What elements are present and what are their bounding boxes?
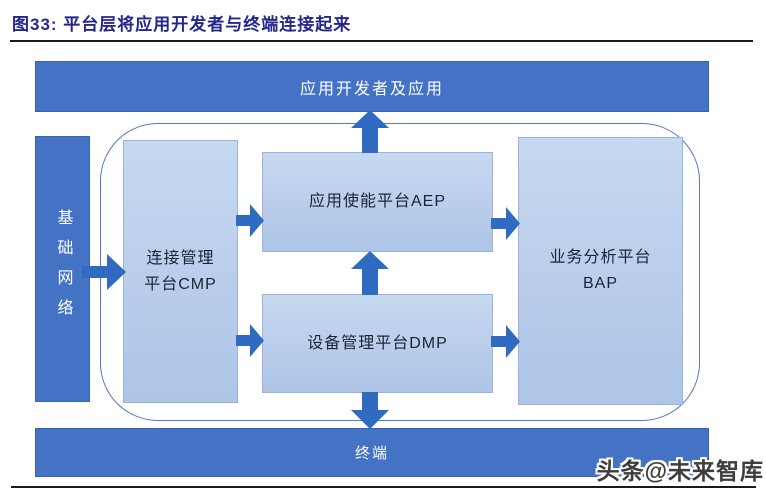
top-bar-label: 应用开发者及应用 bbox=[299, 80, 444, 98]
arrow-network-to-cmp-icon bbox=[82, 254, 126, 290]
arrow-aep-to-developers-icon bbox=[351, 110, 389, 153]
bap-label: 业务分析平台BAP bbox=[549, 249, 652, 292]
terminal-bar: 终端 bbox=[35, 428, 709, 477]
arrow-aep-to-bap-icon bbox=[491, 207, 520, 240]
terminal-label: 终端 bbox=[354, 445, 389, 462]
top-bar-app-developers: 应用开发者及应用 bbox=[35, 61, 709, 112]
base-network-label: 基础网络 bbox=[54, 209, 72, 329]
arrow-cmp-to-aep-icon bbox=[236, 204, 264, 237]
arrow-cmp-to-dmp-icon bbox=[236, 324, 264, 357]
aep-box: 应用使能平台AEP bbox=[262, 152, 493, 252]
watermark: 头条@未来智库 bbox=[596, 458, 764, 484]
cmp-label: 连接管理平台CMP bbox=[144, 249, 217, 293]
base-network-bar: 基础网络 bbox=[35, 136, 90, 402]
figure-title: 图33: 平台层将应用开发者与终端连接起来 bbox=[12, 15, 352, 34]
aep-label: 应用使能平台AEP bbox=[308, 193, 447, 211]
bottom-divider-line bbox=[11, 486, 756, 488]
bap-box: 业务分析平台BAP bbox=[518, 137, 683, 405]
title-divider-line bbox=[10, 40, 753, 42]
arrow-dmp-to-terminal-icon bbox=[351, 392, 389, 429]
dmp-label: 设备管理平台DMP bbox=[307, 334, 448, 352]
arrow-dmp-to-bap-icon bbox=[491, 325, 520, 358]
cmp-box: 连接管理平台CMP bbox=[123, 140, 238, 403]
dmp-box: 设备管理平台DMP bbox=[262, 294, 493, 393]
arrow-dmp-to-aep-icon bbox=[351, 251, 389, 295]
